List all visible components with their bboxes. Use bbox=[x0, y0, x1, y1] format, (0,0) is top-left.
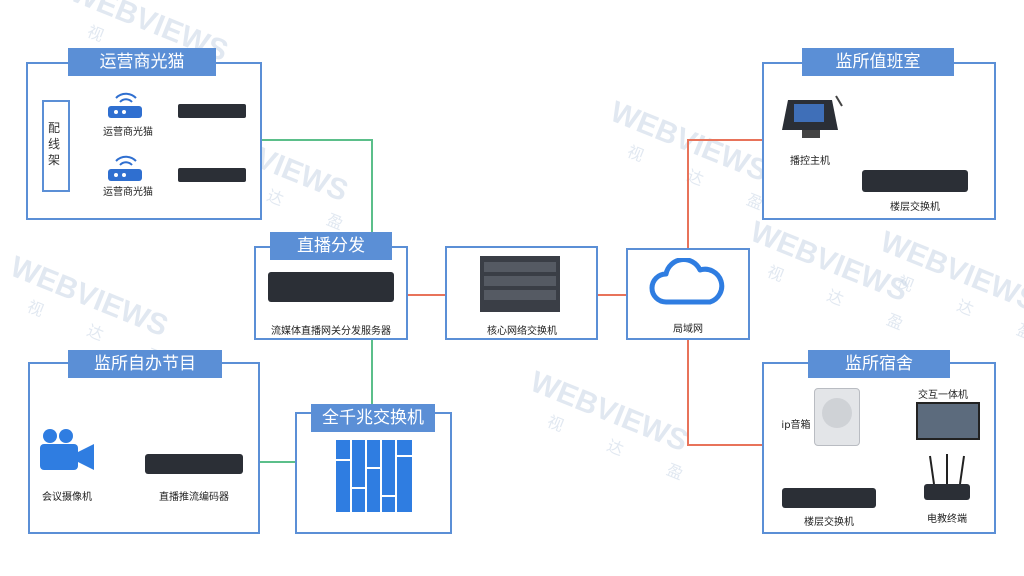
encoder-icon bbox=[145, 454, 243, 474]
floor-switch-icon bbox=[782, 488, 876, 508]
encoder-label: 直播推流编码器 bbox=[159, 492, 229, 503]
lan-group bbox=[626, 248, 750, 340]
edu-terminal-icon bbox=[924, 454, 970, 500]
link-lan-duty bbox=[687, 139, 762, 248]
modem-icon bbox=[108, 155, 142, 181]
terminal-label: 交互一体机 bbox=[918, 390, 968, 401]
patch-frame bbox=[42, 100, 70, 192]
dorm-floor-switch-label: 楼层交换机 bbox=[804, 517, 854, 528]
rack-device-icon bbox=[178, 168, 246, 182]
link-isp-live bbox=[262, 139, 373, 232]
modem-icon bbox=[108, 92, 142, 118]
modem-1-label: 运营商光猫 bbox=[103, 127, 153, 138]
cloud-icon bbox=[649, 258, 725, 305]
duty-group-title: 监所值班室 bbox=[802, 48, 954, 76]
live-group-title: 直播分发 bbox=[270, 232, 392, 260]
camera-icon bbox=[40, 429, 94, 470]
patch-frame-label: 配线架 bbox=[48, 121, 61, 167]
edu-terminal-label: 电教终端 bbox=[927, 514, 967, 525]
console-host-icon bbox=[782, 95, 843, 138]
core-switch-label: 核心网络交换机 bbox=[487, 326, 557, 337]
server-icon bbox=[268, 272, 394, 302]
duty-floor-switch-label: 楼层交换机 bbox=[890, 202, 940, 213]
modem-2-label: 运营商光猫 bbox=[103, 187, 153, 198]
console-host-label: 播控主机 bbox=[790, 156, 830, 167]
gigabit-switch-icon bbox=[336, 440, 412, 512]
dorm-group-title: 监所宿舍 bbox=[808, 350, 950, 378]
gig-group-title: 全千兆交换机 bbox=[311, 404, 435, 432]
link-lan-dorm bbox=[687, 340, 762, 446]
rack-device-icon bbox=[178, 104, 246, 118]
lan-label: 局域网 bbox=[673, 324, 703, 335]
core-switch-icon bbox=[480, 256, 560, 312]
isp-group-title: 运营商光猫 bbox=[68, 48, 216, 76]
floor-switch-icon bbox=[862, 170, 968, 192]
self-group-title: 监所自办节目 bbox=[68, 350, 222, 378]
speaker-grille bbox=[822, 398, 852, 428]
speaker-label: ip音箱 bbox=[781, 420, 811, 431]
interactive-terminal-icon bbox=[916, 402, 980, 440]
gig-group bbox=[295, 412, 452, 534]
server-label: 流媒体直播网关分发服务器 bbox=[271, 326, 391, 337]
camera-label: 会议摄像机 bbox=[42, 492, 92, 503]
